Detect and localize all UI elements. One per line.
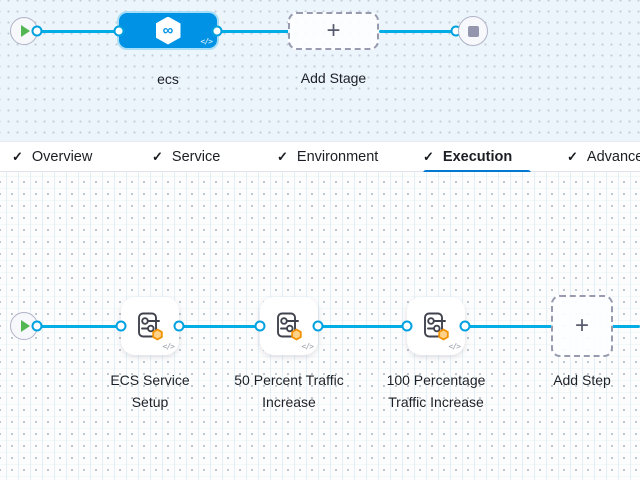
connector-dot [115, 320, 127, 332]
stage-canvas[interactable]: ∞ </> ecs + Add Stage [0, 0, 640, 141]
check-icon: ✓ [12, 149, 23, 164]
tab-label: Execution [442, 149, 513, 165]
edge [217, 29, 290, 33]
code-icon: </> [162, 342, 175, 351]
tab-label: Overview [31, 149, 93, 165]
aws-badge-icon [291, 328, 302, 341]
ecs-step-icon [277, 312, 302, 341]
stop-icon [467, 25, 479, 37]
tab-service[interactable]: ✓ Service [152, 142, 220, 172]
edge [37, 324, 123, 328]
step-name-label: ECS Service Setup [110, 372, 190, 410]
edge [379, 29, 457, 33]
connector-dot [31, 25, 43, 37]
connector-dot [254, 320, 266, 332]
step-50-percent-traffic[interactable]: </> [260, 297, 318, 355]
edge [179, 324, 260, 328]
connector-dot [211, 25, 223, 37]
connector-dot [459, 320, 471, 332]
tab-label: Service [171, 149, 221, 165]
edge [611, 324, 640, 328]
plus-icon: + [326, 17, 341, 44]
aws-badge-icon [438, 328, 449, 341]
edge [465, 324, 553, 328]
aws-badge-icon [152, 328, 163, 341]
tab-environment[interactable]: ✓ Environment [277, 142, 378, 172]
add-stage-label: Add Stage [300, 70, 367, 86]
code-icon: </> [448, 342, 461, 351]
stage-tabbar: ✓ Overview ✓ Service ✓ Environment ✓ Exe… [0, 141, 640, 173]
connector-dot [31, 320, 43, 332]
stage-name-label: ecs [157, 71, 179, 87]
step-name-label: 50 Percent Traffic Increase [234, 372, 344, 410]
connector-dot [113, 25, 125, 37]
tab-label: Environment [296, 149, 379, 165]
ecs-step-icon [138, 312, 163, 341]
add-stage-button[interactable]: + [288, 12, 379, 50]
code-icon: </> [200, 37, 213, 46]
check-icon: ✓ [152, 149, 163, 164]
check-icon: ✓ [567, 149, 578, 164]
ecs-step-icon [424, 312, 449, 341]
edge [37, 29, 121, 33]
play-icon [21, 25, 30, 37]
tab-label: Advanced [586, 149, 640, 165]
tab-execution[interactable]: ✓ Execution [423, 142, 531, 173]
add-step-button[interactable]: + [551, 295, 613, 357]
stage-node-ecs[interactable]: ∞ </> [119, 13, 217, 48]
tab-overview[interactable]: ✓ Overview [12, 142, 92, 172]
pipeline-end-node [458, 16, 488, 46]
edge [318, 324, 407, 328]
harness-cd-icon: ∞ [155, 16, 181, 45]
check-icon: ✓ [277, 149, 288, 164]
connector-dot [173, 320, 185, 332]
tab-advanced[interactable]: ✓ Advanced [567, 142, 640, 172]
step-name-label: 100 Percentage Traffic Increase [386, 372, 486, 410]
active-tab-underline [423, 169, 531, 173]
step-100-percent-traffic[interactable]: </> [407, 297, 465, 355]
check-icon: ✓ [423, 149, 434, 164]
plus-icon: + [574, 312, 589, 339]
code-icon: </> [301, 342, 314, 351]
connector-dot [401, 320, 413, 332]
step-ecs-service-setup[interactable]: </> [121, 297, 179, 355]
add-step-label: Add Step [553, 372, 611, 388]
execution-canvas[interactable]: </> ECS Service Setup </> 50 Percent Tra… [0, 172, 640, 480]
connector-dot [312, 320, 324, 332]
play-icon [21, 320, 30, 332]
